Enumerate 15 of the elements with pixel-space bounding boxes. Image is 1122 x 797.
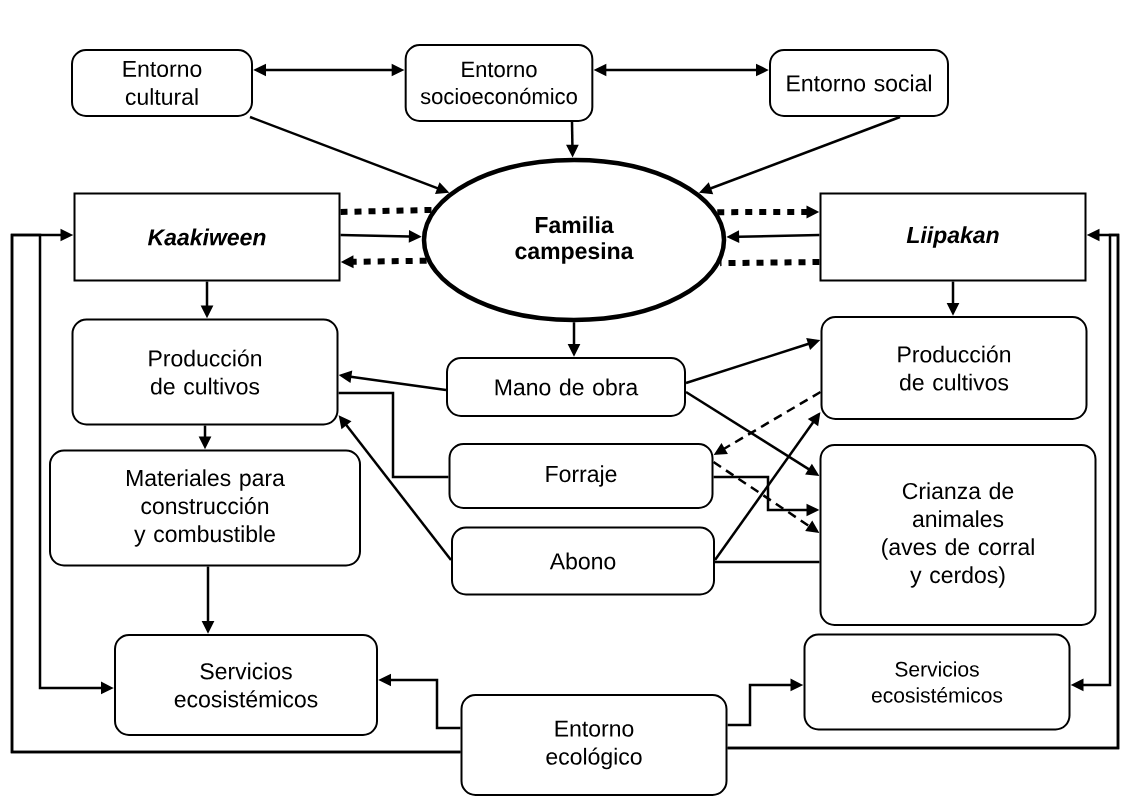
process-box: Mano de obra xyxy=(446,357,686,417)
process-box: Producción de cultivos xyxy=(820,316,1088,420)
actor-box: Liipakan xyxy=(819,192,1087,282)
process-box: Entorno cultural xyxy=(71,49,253,117)
process-box: Entorno social xyxy=(769,49,949,117)
process-box: Entorno socioeconómico xyxy=(404,44,594,122)
actor-box: Kaakiween xyxy=(73,192,341,282)
process-box: Servicios ecosistémicos xyxy=(114,634,378,736)
process-box: Entorno ecológico xyxy=(460,694,728,796)
process-box: Servicios ecosistémicos xyxy=(803,633,1071,731)
process-box: Forraje xyxy=(448,443,714,509)
process-box: Crianza de animales (aves de corral y cerdos) xyxy=(819,444,1097,626)
process-box: Producción de cultivos xyxy=(71,318,339,426)
process-box: Materiales para construcción y combustible xyxy=(49,449,361,567)
process-box: Abono xyxy=(451,526,715,596)
